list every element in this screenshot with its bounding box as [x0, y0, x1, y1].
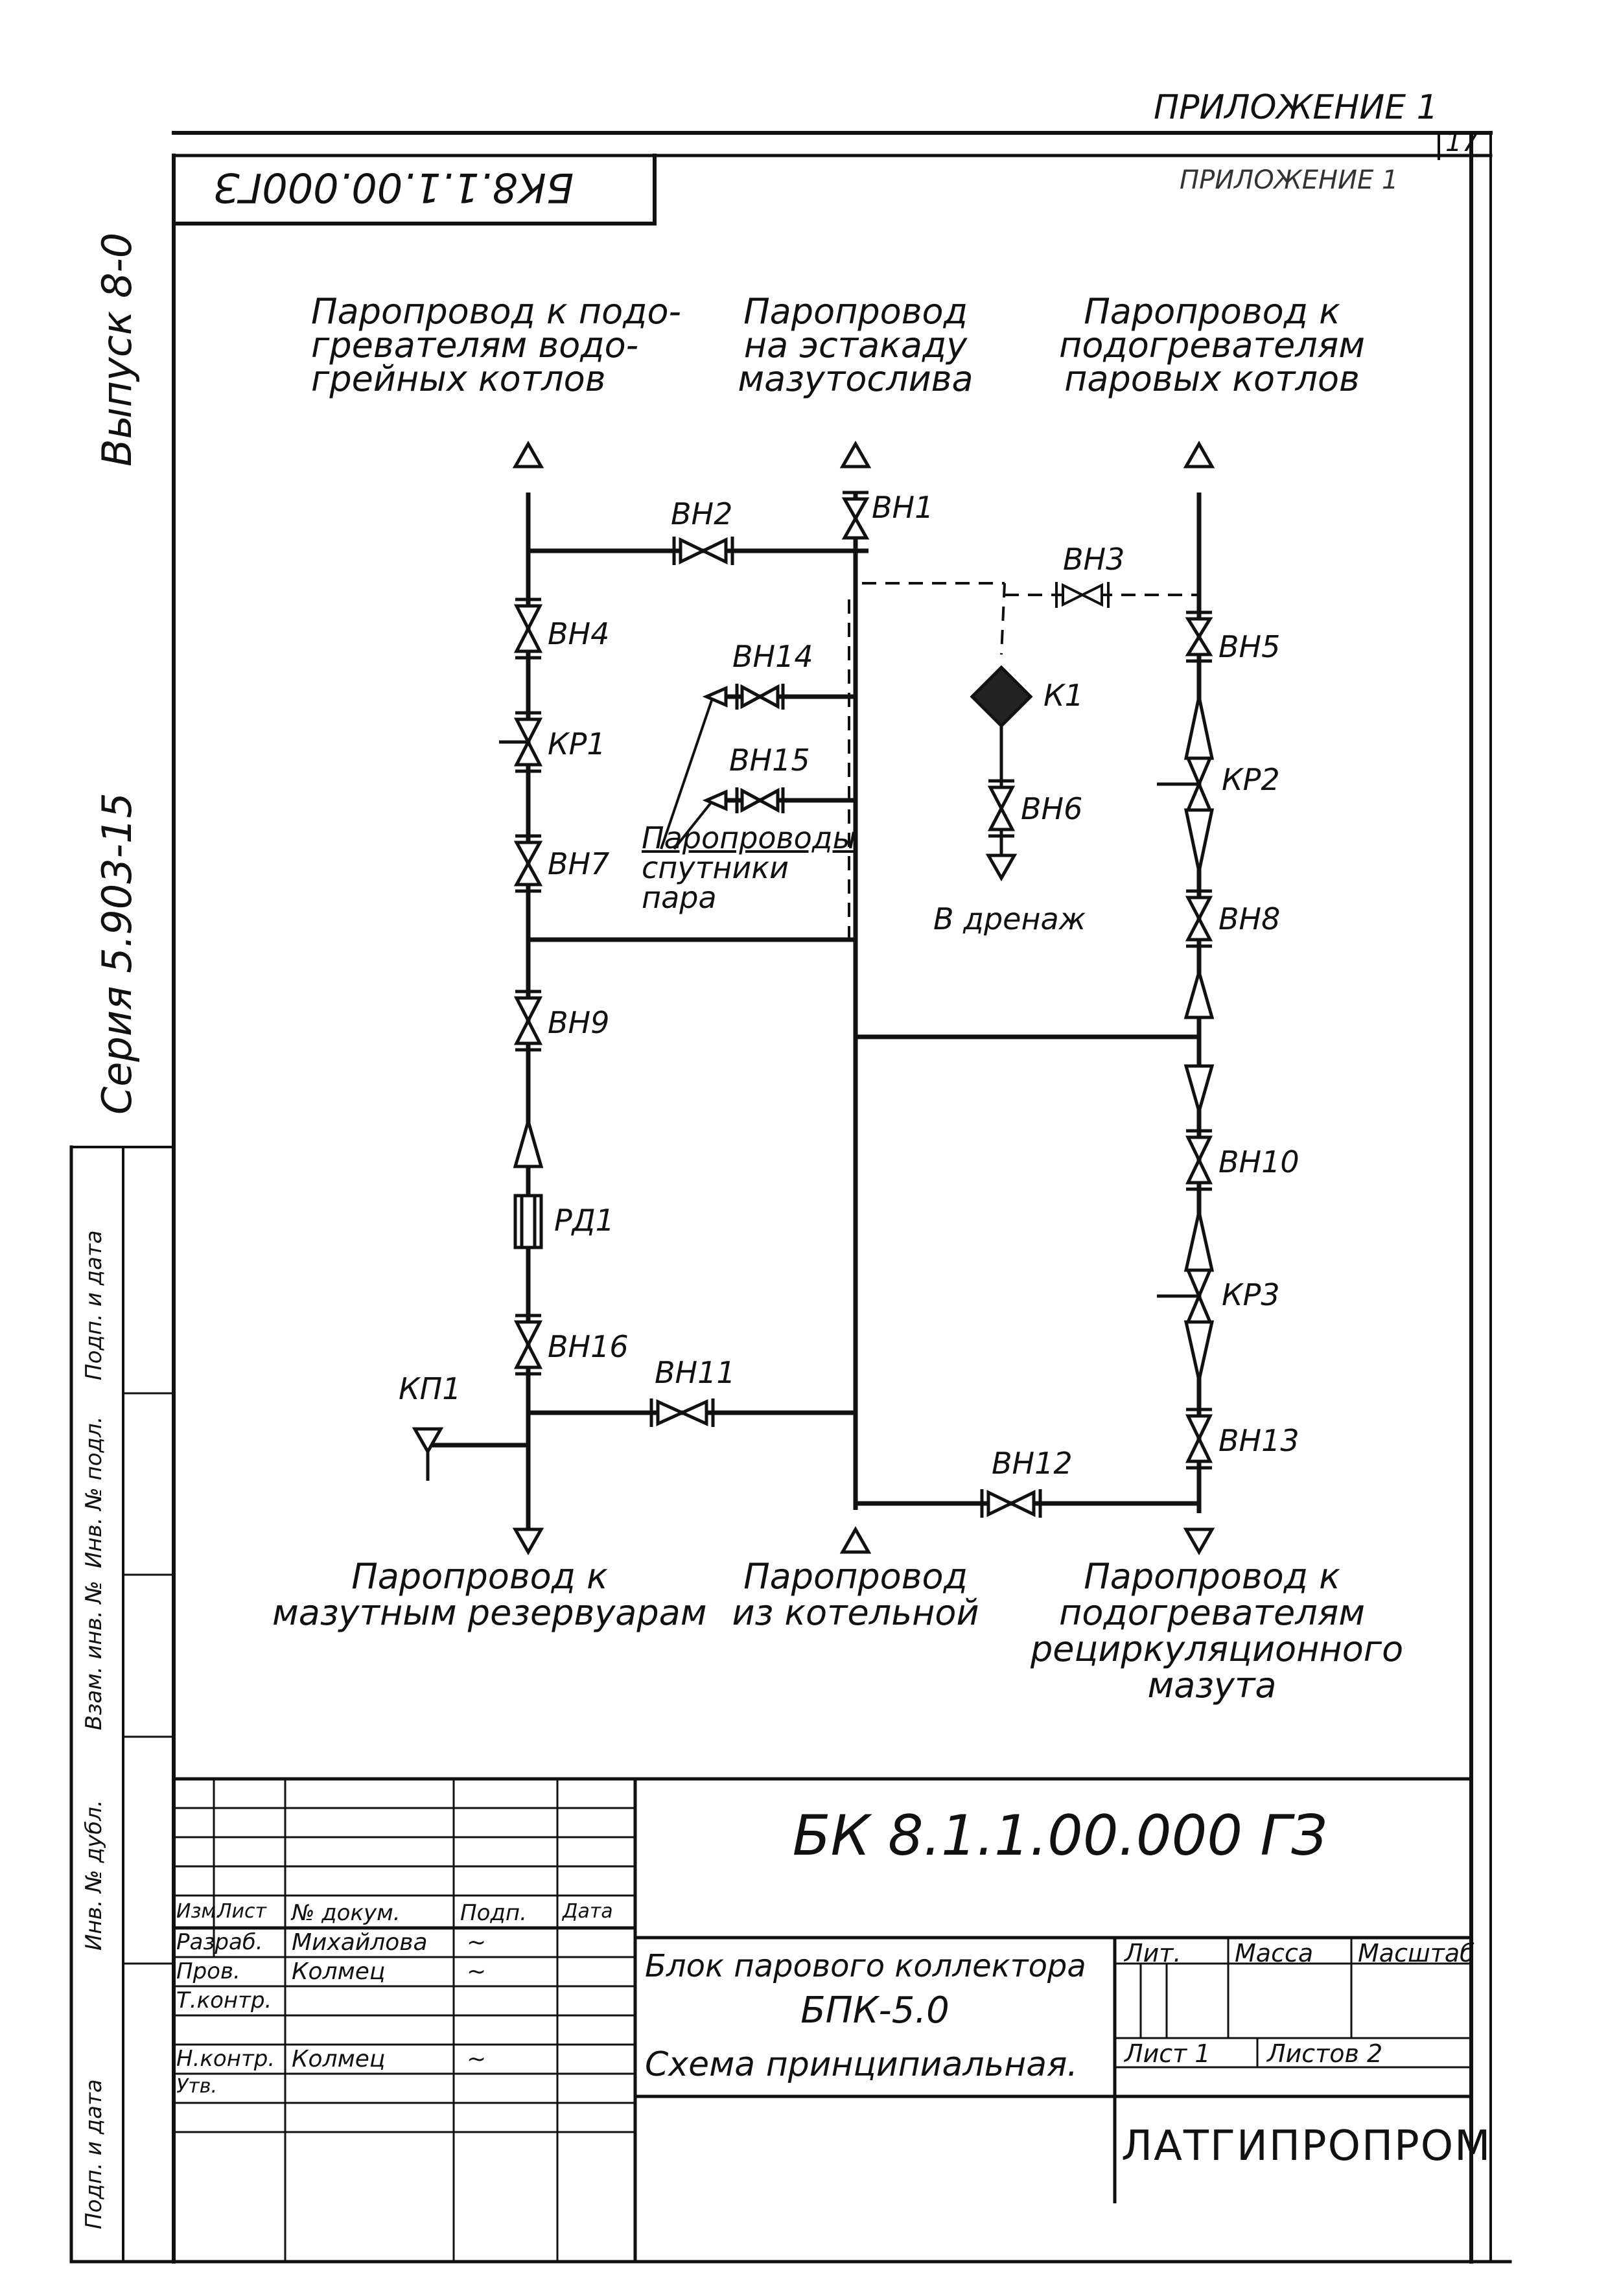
dest-top-right: Паропровод к подогревателям паровых котл…: [1050, 291, 1374, 399]
dest-line: на эстакаду: [743, 325, 968, 365]
scale-header: Масштаб: [1358, 1939, 1475, 1967]
dest-line: пара: [642, 880, 717, 915]
dest-line: Паропровод к: [1084, 291, 1340, 332]
appendix-title-top: ПРИЛОЖЕНИЕ 1: [1154, 88, 1438, 127]
valve-label-vn4: ВН4: [548, 616, 610, 651]
valve-label-vn6: ВН6: [1021, 791, 1083, 826]
row-role: Пров.: [176, 1958, 240, 1984]
valve-label-vn15: ВН15: [729, 743, 810, 778]
col-header-doc: № докум.: [292, 1900, 401, 1926]
valve-label-vn16: ВН16: [548, 1329, 629, 1364]
satellites-label: Паропроводы спутники пара: [642, 823, 856, 912]
dest-line: мазута: [1147, 1665, 1277, 1706]
dest-line: подогревателям: [1059, 1592, 1365, 1633]
stamp-label-3: Инв. № дубл.: [81, 1800, 107, 1951]
col-header-date: Дата: [563, 1900, 613, 1923]
dest-bottom-right: Паропровод к подогревателям рециркуляцио…: [1031, 1556, 1404, 1706]
stamp-label-0: Инв. № подл.: [81, 1416, 107, 1568]
dest-line: Паропровод: [743, 291, 968, 332]
valve-label-kr1: КР1: [548, 726, 606, 761]
valve-label-kp1: КП1: [399, 1371, 461, 1406]
dest-line: мазутослива: [738, 358, 973, 399]
stamp-label-1: Подп. и дата: [81, 1230, 107, 1380]
dest-line: гревателям водо-: [311, 325, 639, 365]
appendix-title-inner: ПРИЛОЖЕНИЕ 1: [1180, 165, 1399, 195]
valve-label-kr3: КР3: [1222, 1277, 1280, 1312]
valve-label-vn10: ВН10: [1218, 1144, 1299, 1179]
mass-header: Масса: [1235, 1939, 1314, 1967]
dest-line: Паропроводы: [642, 820, 856, 855]
dest-line: рециркуляционного: [1031, 1629, 1404, 1669]
row-sign: ~: [467, 1958, 487, 1985]
dest-bottom-center: Паропровод из котельной: [706, 1559, 1005, 1631]
valve-label-vn1: ВН1: [872, 490, 934, 525]
valve-label-k1: К1: [1043, 678, 1084, 713]
dest-line: Паропровод к: [1084, 1556, 1340, 1597]
col-header-list: Лист: [217, 1900, 267, 1923]
document-name-line3: Схема принципиальная.: [645, 2045, 1078, 2084]
col-header-sign: Подп.: [460, 1900, 527, 1926]
document-code: БК 8.1.1.00.000 ГЗ: [792, 1803, 1327, 1868]
dest-line: спутники: [642, 850, 789, 885]
dest-line: подогревателям: [1059, 325, 1365, 365]
sheet-number: Лист 1: [1124, 2039, 1211, 2068]
row-name: Колмец: [292, 1958, 386, 1985]
dest-bottom-left: Паропровод к мазутным резервуарам: [272, 1556, 707, 1633]
valve-label-vn5: ВН5: [1218, 629, 1281, 664]
row-name: Колмец: [292, 2046, 386, 2072]
col-header-izm: Изм.: [176, 1900, 222, 1923]
valve-label-vn14: ВН14: [732, 639, 813, 674]
row-role: Т.контр.: [176, 1988, 272, 2013]
document-name-line2: БПК-5.0: [800, 1989, 950, 2032]
valve-label-vn9: ВН9: [548, 1005, 610, 1040]
rotated-document-code: БК8.1.1.00.000ГЗ: [214, 164, 574, 211]
row-sign: ~: [467, 2046, 487, 2072]
row-role: Н.контр.: [176, 2046, 275, 2072]
row-role: Утв.: [176, 2075, 217, 2098]
stamp-label-4: Подп. и дата: [81, 2079, 107, 2229]
dest-line: Паропровод: [743, 1556, 968, 1597]
dest-top-left: Паропровод к подо- гревателям водо- грей…: [311, 291, 681, 399]
drain-label: В дренаж: [933, 901, 1086, 936]
valve-label-vn11: ВН11: [655, 1355, 736, 1390]
issue-label: Выпуск 8-0: [93, 232, 141, 467]
stamp-label-2: Взам. инв. №: [81, 1581, 107, 1730]
sheets-total: Листов 2: [1267, 2039, 1383, 2068]
dest-line: Паропровод к подо-: [311, 291, 681, 332]
valve-label-vn8: ВН8: [1218, 901, 1281, 936]
valve-label-rd1: РД1: [554, 1203, 614, 1238]
valve-label-vn2: ВН2: [671, 496, 733, 531]
valve-label-vn13: ВН13: [1218, 1423, 1299, 1458]
dest-line: из котельной: [732, 1592, 979, 1633]
dest-line: Паропровод к: [351, 1556, 608, 1597]
valve-label-vn7: ВН7: [548, 846, 610, 881]
page-number: 17: [1445, 128, 1478, 157]
row-name: Михайлова: [292, 1929, 428, 1956]
dest-line: мазутным резервуарам: [272, 1592, 707, 1633]
organization-name: ЛАТГИПРОПРОМ: [1121, 2122, 1492, 2170]
lit-header: Лит.: [1124, 1939, 1182, 1967]
document-name-line1: Блок парового коллектора: [645, 1948, 1086, 1984]
valve-label-vn12: ВН12: [992, 1446, 1073, 1481]
valve-label-kr2: КР2: [1222, 762, 1280, 797]
series-label: Серия 5.903-15: [93, 793, 141, 1115]
dest-top-center: Паропровод на эстакаду мазутослива: [719, 291, 992, 399]
row-sign: ~: [467, 1929, 487, 1956]
valve-label-vn3: ВН3: [1063, 542, 1125, 577]
dest-line: паровых котлов: [1064, 358, 1360, 399]
dest-line: грейных котлов: [311, 358, 606, 399]
row-role: Разраб.: [176, 1929, 263, 1955]
